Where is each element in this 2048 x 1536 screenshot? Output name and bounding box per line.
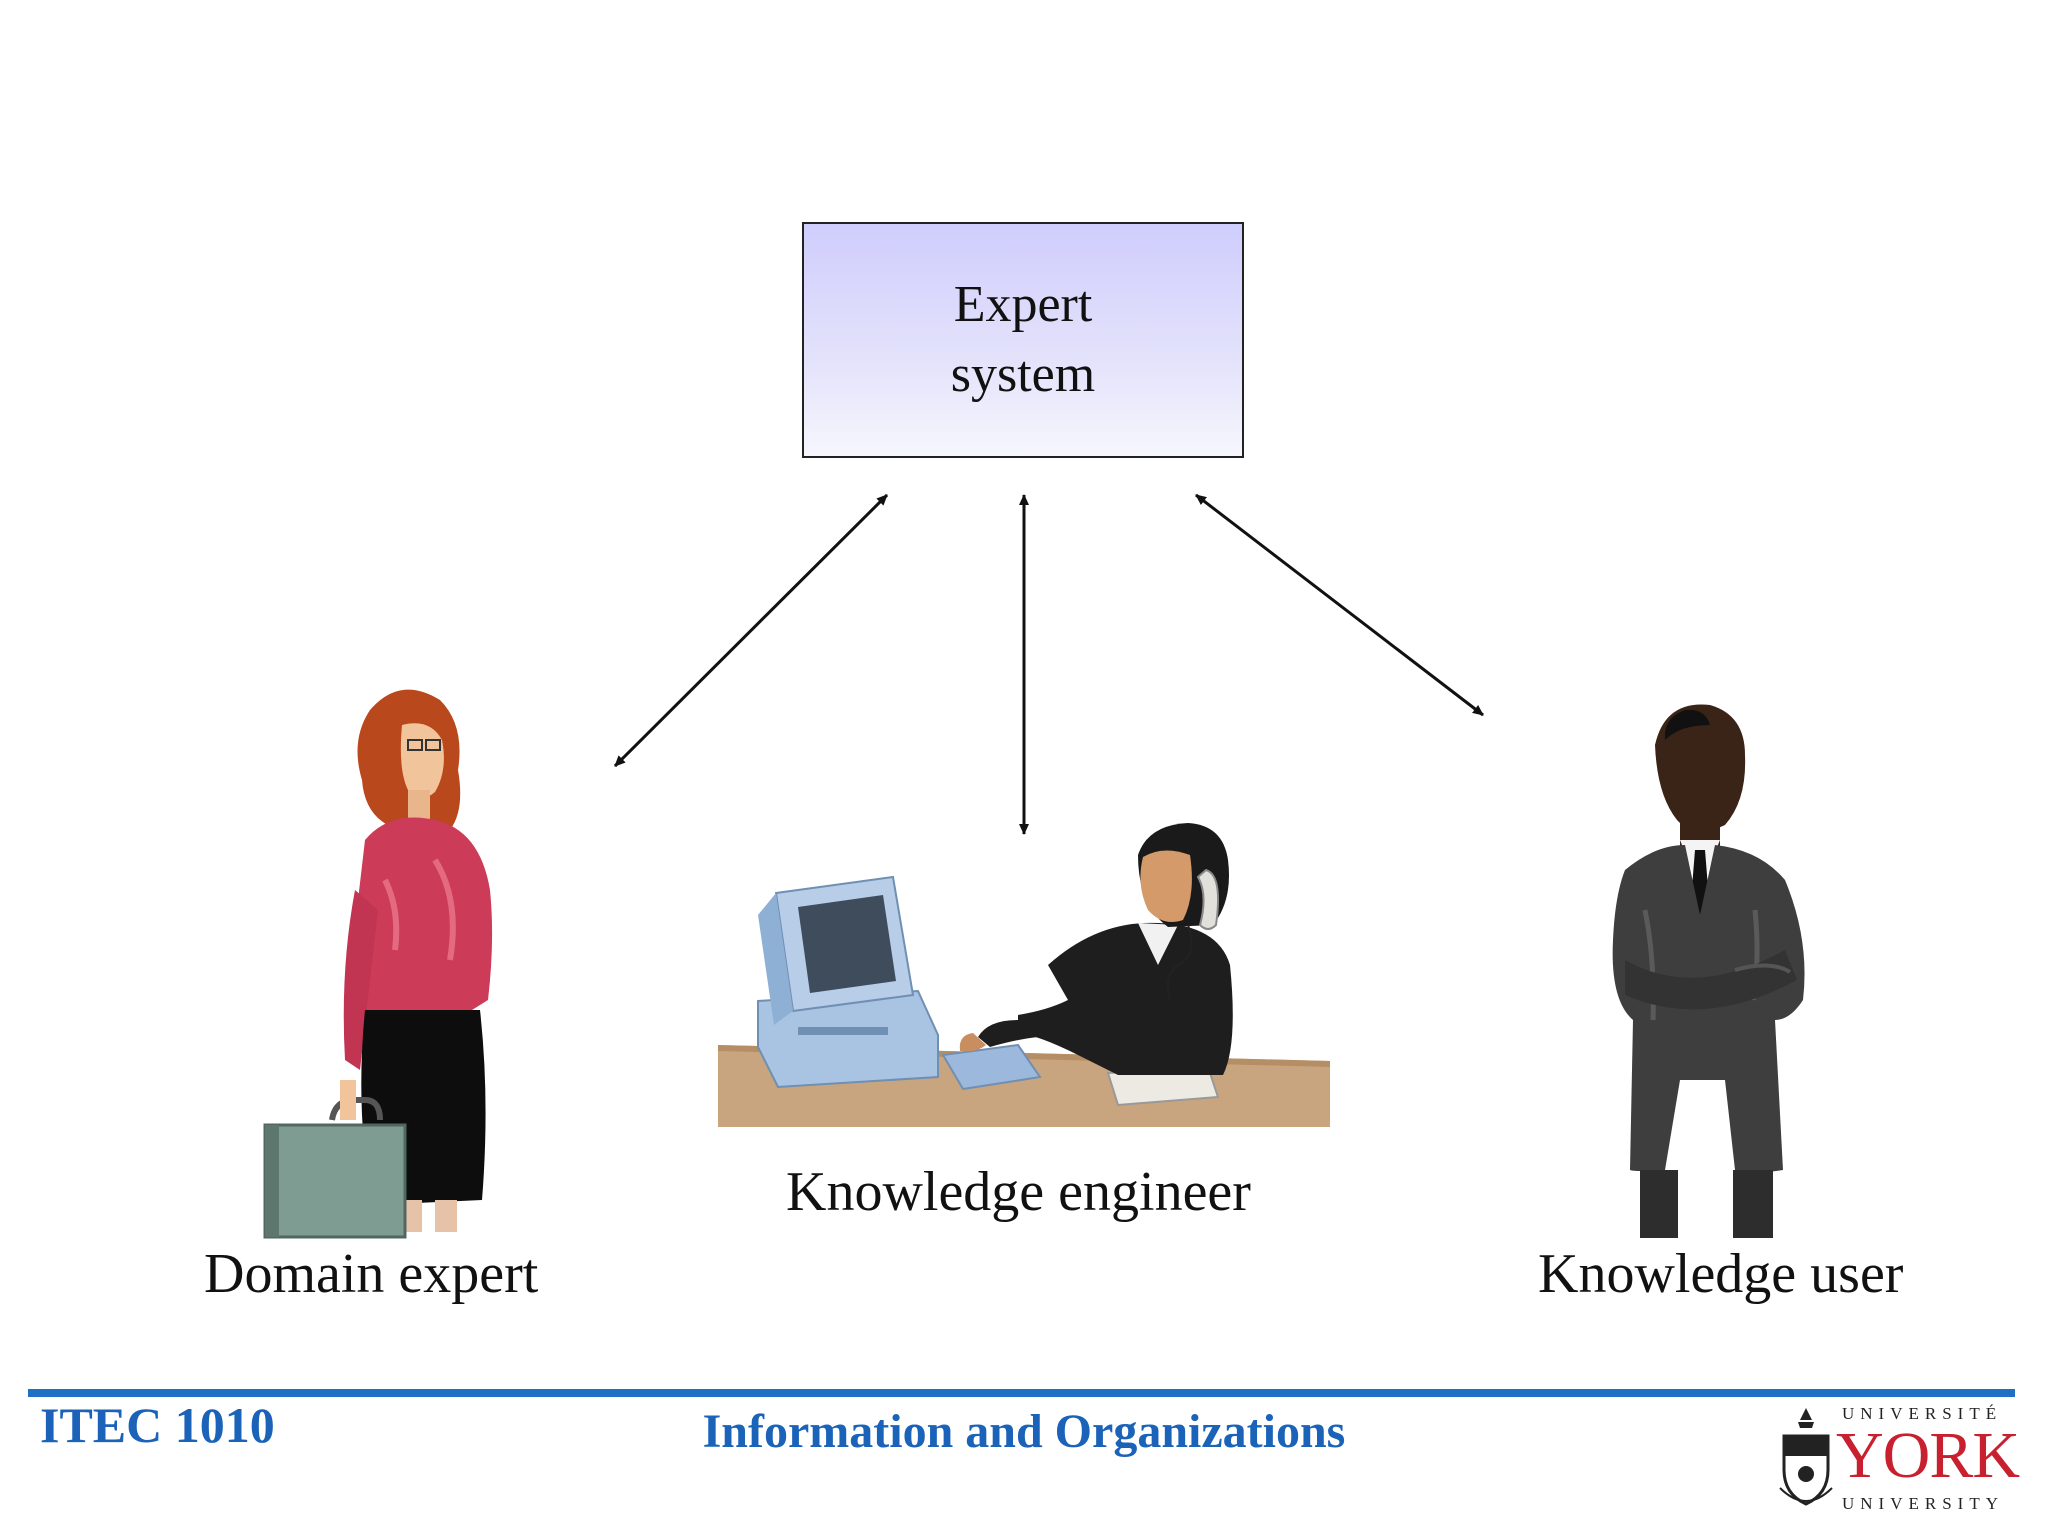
logo-name: YORK [1836,1419,2020,1492]
knowledge-engineer-illustration [718,823,1330,1127]
knowledge-user-illustration [1612,704,1805,1238]
expert-system-line1: Expert [953,276,1093,333]
footer-divider [28,1389,2015,1397]
york-university-logo: UNIVERSITÉ YORK UNIVERSITY [1776,1400,2020,1520]
expert-system-line2: system [950,346,1096,403]
logo-bottom-text: UNIVERSITY [1842,1494,2004,1513]
label-knowledge-engineer: Knowledge engineer [786,1161,1251,1223]
label-domain-expert: Domain expert [204,1243,539,1305]
footer-title: Information and Organizations [702,1405,1346,1458]
course-code: ITEC 1010 [40,1397,275,1453]
domain-expert-illustration [263,689,493,1239]
label-knowledge-user: Knowledge user [1538,1243,1904,1305]
arrow-knowledge-user [1195,493,1484,717]
expert-system-node: Expert system [802,222,1244,458]
crest-icon [1779,1408,1833,1506]
logo-top-text: UNIVERSITÉ [1842,1404,2003,1423]
arrow-domain-expert [613,493,889,768]
